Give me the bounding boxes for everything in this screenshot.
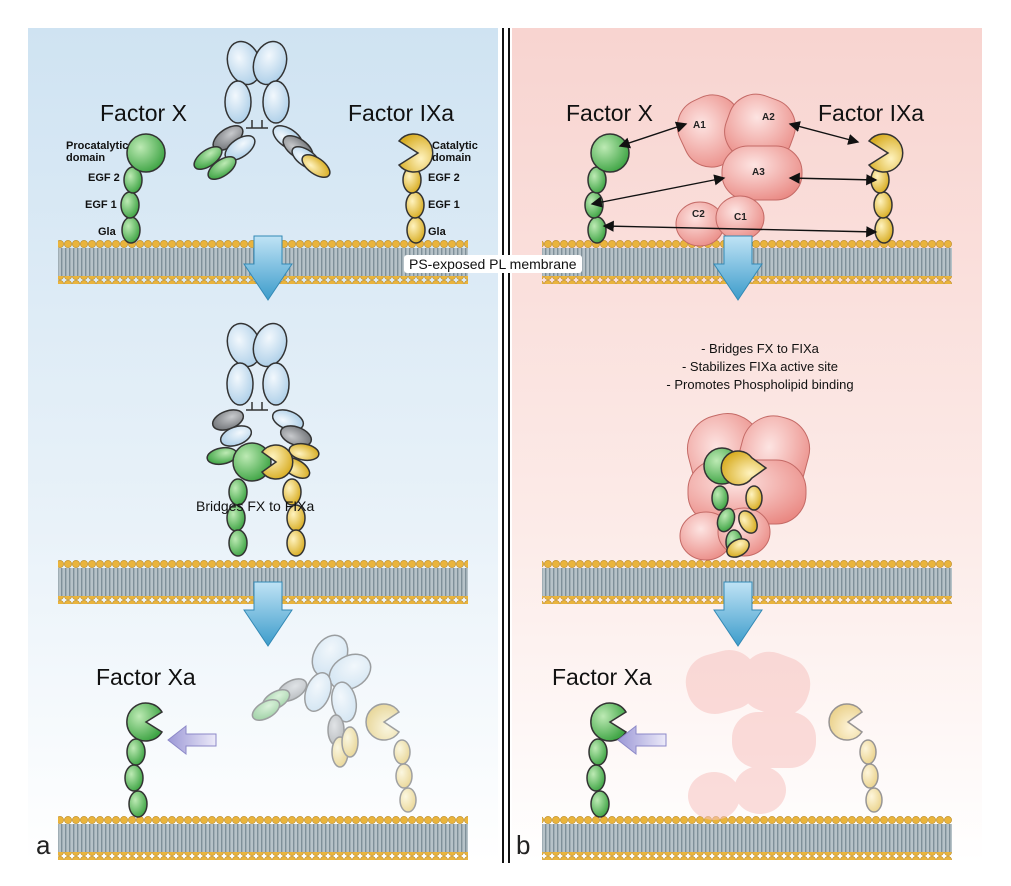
down-arrow-2 (243, 581, 293, 647)
interaction-arrows (590, 121, 878, 238)
label-catalytic-domain: Catalytic domain (432, 140, 478, 164)
factor-x-molecule-a1 (120, 133, 166, 244)
label-egf2-right: EGF 2 (428, 172, 460, 184)
bullet-2: - Stabilizes FIXa active site (681, 359, 839, 374)
released-antibody-a3 (251, 634, 417, 813)
label-egf2-left: EGF 2 (88, 172, 120, 184)
label-factor-ixa-a: Factor IXa (348, 100, 455, 126)
bullet-1: - Bridges FX to FIXa (701, 341, 819, 356)
panel-letter-a: a (36, 830, 51, 860)
down-arrow-4 (713, 581, 763, 647)
domain-a2: A2 (762, 112, 775, 123)
panel-letter-b: b (516, 830, 531, 860)
down-arrow-3 (713, 235, 763, 301)
factor-ixa-molecule-b1 (867, 133, 904, 244)
label-gla-right: Gla (428, 226, 446, 238)
label-egf1-left: EGF 1 (85, 199, 117, 211)
factor-xa-molecule-b3 (586, 702, 628, 818)
domain-a1: A1 (693, 120, 706, 131)
bullet-3: - Promotes Phospholipid binding (666, 377, 854, 392)
label-factor-ixa-b: Factor IXa (818, 100, 925, 126)
label-factor-x-b: Factor X (566, 100, 653, 126)
fviii-complex-b2 (679, 413, 811, 561)
membrane-label: PS-exposed PL membrane (404, 255, 582, 273)
label-factor-xa-b: Factor Xa (552, 664, 652, 690)
membrane-a-3 (58, 816, 468, 860)
down-arrow-1 (243, 235, 293, 301)
label-egf1-right: EGF 1 (428, 199, 460, 211)
label-factor-x-a: Factor X (100, 100, 187, 126)
label-procatalytic-domain: Procatalytic domain (66, 140, 129, 164)
caption-bridges-a: Bridges FX to FIXa (196, 498, 315, 514)
antibody-complex-a2 (206, 322, 320, 557)
release-arrows (167, 724, 667, 756)
membrane-b-3 (542, 816, 952, 860)
released-fviii-b3 (685, 649, 816, 820)
factor-xa-molecule-a3 (124, 702, 164, 818)
domain-a3: A3 (752, 167, 765, 178)
label-factor-xa-a: Factor Xa (96, 664, 196, 690)
label-gla-left: Gla (98, 226, 116, 238)
factor-ixa-molecule-a1 (397, 133, 434, 244)
domain-c1: C1 (734, 212, 747, 223)
domain-c2: C2 (692, 209, 705, 220)
bispecific-antibody-top (193, 40, 331, 181)
process-arrows (243, 235, 763, 647)
panel-divider (502, 28, 504, 863)
bullet-list-b: - Bridges FX to FIXa - Stabilizes FIXa a… (635, 340, 885, 394)
released-factor-ixa-b3 (828, 703, 883, 813)
